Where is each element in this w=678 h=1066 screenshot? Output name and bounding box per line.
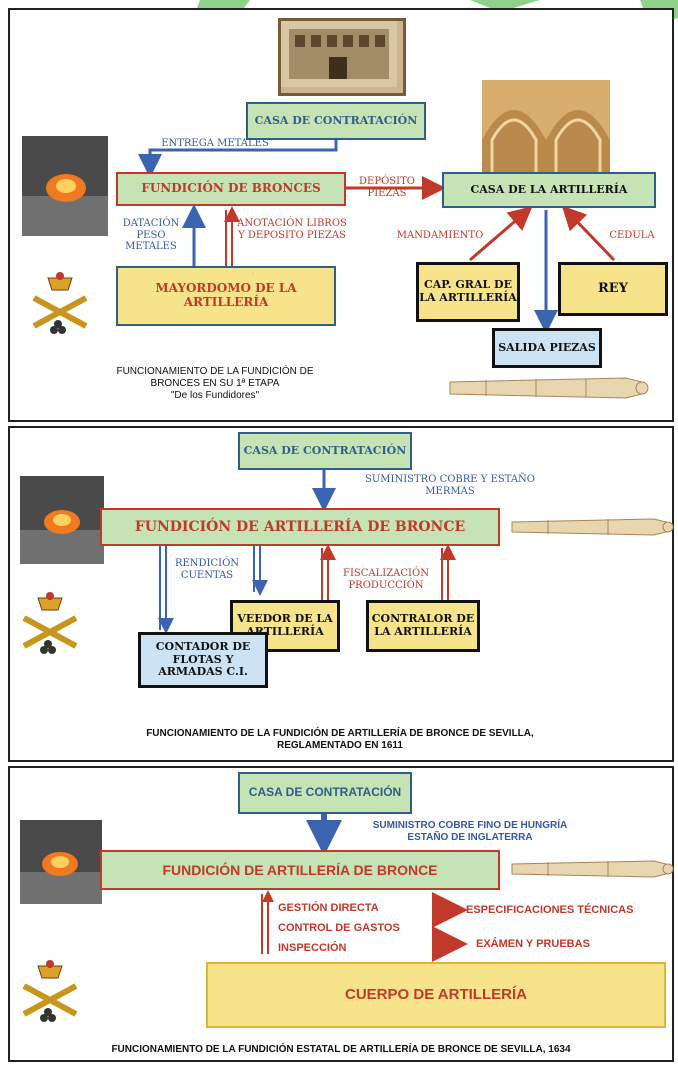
foundry-drawing [22, 136, 108, 236]
foundry-drawing [20, 476, 104, 564]
artillery-crest-icon [32, 272, 88, 334]
casa-artilleria-box: CASA DE LA ARTILLERÍA [442, 172, 656, 208]
panel1-caption-line1: FUNCIONAMIENTO DE LA FUNDICIÓN DE [116, 366, 314, 377]
fundicion-artilleria-box: FUNDICIÓN DE ARTILLERÍA DE BRONCE [100, 508, 500, 546]
panel2-caption: FUNCIONAMIENTO DE LA FUNDICIÓN DE ARTILL… [50, 728, 630, 752]
panel-first-stage: CASA DE CONTRATACIÓN FUNDICIÓN DE BRONCE… [8, 8, 674, 422]
panel1-caption: FUNCIONAMIENTO DE LA FUNDICIÓN DE BRONCE… [70, 366, 360, 402]
building-photo-drawing [281, 21, 397, 87]
deposito-piezas-label: DEPÓSITO PIEZAS [359, 176, 415, 199]
casa-contratacion-label: CASA DE CONTRATACIÓN [248, 785, 402, 800]
contralor-label: CONTRALOR DE LA ARTILLERÍA [371, 612, 475, 638]
panel-1634: CASA DE CONTRATACIÓN SUMINISTRO COBRE FI… [8, 766, 674, 1062]
artillery-crest-icon [22, 960, 78, 1022]
panel1-arrows [138, 138, 616, 334]
panel2-caption-line1: FUNCIONAMIENTO DE LA FUNDICIÓN DE ARTILL… [146, 728, 534, 739]
cedula-label: CEDULA [609, 230, 655, 241]
mayordomo-box: MAYORDOMO DE LA ARTILLERÍA [116, 266, 336, 326]
foundry-photo [20, 820, 102, 904]
contador-box: CONTADOR DE FLOTAS Y ARMADAS C.I. [138, 632, 268, 688]
panel-1611: CASA DE CONTRATACIÓN SUMINISTRO COBRE Y … [8, 426, 674, 762]
casa-contratacion-box: CASA DE CONTRATACIÓN [246, 102, 426, 140]
panel1-caption-line2: BRONCES EN SU 1ª ETAPA [150, 378, 280, 389]
salida-piezas-box: SALIDA PIEZAS [492, 328, 602, 368]
fundicion-artilleria-label: FUNDICIÓN DE ARTILLERÍA DE BRONCE [134, 518, 466, 535]
panel1-caption-line3: "De los Fundidores" [170, 390, 260, 401]
fundicion-artilleria-box: FUNDICIÓN DE ARTILLERÍA DE BRONCE [100, 850, 500, 890]
casa-contratacion-box: CASA DE CONTRATACIÓN [238, 432, 412, 470]
vaulted-hall-drawing [482, 80, 610, 172]
suministro-line1: SUMINISTRO COBRE FINO DE HUNGRÍA [372, 820, 568, 831]
foundry-drawing [20, 820, 102, 904]
cap-gral-box: CAP. GRAL DE LA ARTILLERÍA [416, 262, 520, 322]
cuerpo-artilleria-label: CUERPO DE ARTILLERÍA [345, 986, 527, 1004]
entrega-metales-label: ENTREGA METALES [161, 138, 269, 149]
casa-artilleria-label: CASA DE LA ARTILLERÍA [470, 182, 628, 196]
rey-box: REY [558, 262, 668, 316]
suministro-line1: SUMINISTRO COBRE Y ESTAÑO [364, 474, 536, 485]
panel3-arrows [261, 812, 468, 962]
panel2-arrows [158, 470, 456, 634]
cap-gral-label: CAP. GRAL DE LA ARTILLERÍA [419, 278, 517, 304]
artillery-crest-icon [22, 592, 78, 654]
cannon-illustration [449, 377, 649, 399]
inspeccion-label: INSPECCIÓN [278, 942, 347, 954]
salida-piezas-label: SALIDA PIEZAS [498, 340, 596, 354]
fundicion-bronces-label: FUNDICIÓN DE BRONCES [141, 181, 321, 196]
cannon-illustration [511, 860, 674, 878]
fundicion-bronces-box: FUNDICIÓN DE BRONCES [116, 172, 346, 206]
suministro-line2: ESTAÑO DE INGLATERRA [407, 831, 533, 843]
casa-contratacion-label: CASA DE CONTRATACIÓN [254, 113, 418, 127]
vaulted-hall-photo [482, 80, 610, 172]
foundry-photo [22, 136, 108, 236]
building-photo [278, 18, 406, 96]
examen-label: EXÁMEN Y PRUEBAS [476, 938, 590, 950]
rendicion-label: RENDICIÓN CUENTAS [174, 558, 240, 581]
panel2-caption-line2: REGLAMENTADO EN 1611 [277, 740, 403, 751]
contador-label: CONTADOR DE FLOTAS Y ARMADAS C.I. [155, 640, 251, 679]
suministro-label: SUMINISTRO COBRE Y ESTAÑO MERMAS [330, 474, 570, 497]
panel3-caption: FUNCIONAMIENTO DE LA FUNDICIÓN ESTATAL D… [111, 1044, 571, 1055]
suministro-label: SUMINISTRO COBRE FINO DE HUNGRÍA ESTAÑO … [350, 820, 590, 843]
mayordomo-label: MAYORDOMO DE LA ARTILLERÍA [155, 281, 297, 309]
suministro-line2: MERMAS [425, 485, 475, 497]
cannon-illustration [511, 518, 674, 536]
especificaciones-label: ESPECIFICACIONES TÉCNICAS [466, 904, 634, 916]
anotacion-label: ANOTACIÓN LIBROS Y DEPOSITO PIEZAS [237, 218, 347, 241]
cuerpo-artilleria-box: CUERPO DE ARTILLERÍA [206, 962, 666, 1028]
datacion-label: DATACIÓN PESO METALES [122, 218, 180, 252]
foundry-photo [20, 476, 104, 564]
fiscalizacion-label: FISCALIZACIÓN PRODUCCIÓN [343, 568, 429, 591]
rey-label: REY [598, 280, 628, 296]
casa-contratacion-box: CASA DE CONTRATACIÓN [238, 772, 412, 814]
control-label: CONTROL DE GASTOS [278, 922, 400, 934]
gestion-label: GESTIÓN DIRECTA [278, 902, 379, 914]
casa-contratacion-label: CASA DE CONTRATACIÓN [243, 443, 407, 457]
mandamiento-label: MANDAMIENTO [396, 230, 484, 241]
contralor-box: CONTRALOR DE LA ARTILLERÍA [366, 600, 480, 652]
fundicion-artilleria-label: FUNDICIÓN DE ARTILLERÍA DE BRONCE [162, 861, 438, 878]
